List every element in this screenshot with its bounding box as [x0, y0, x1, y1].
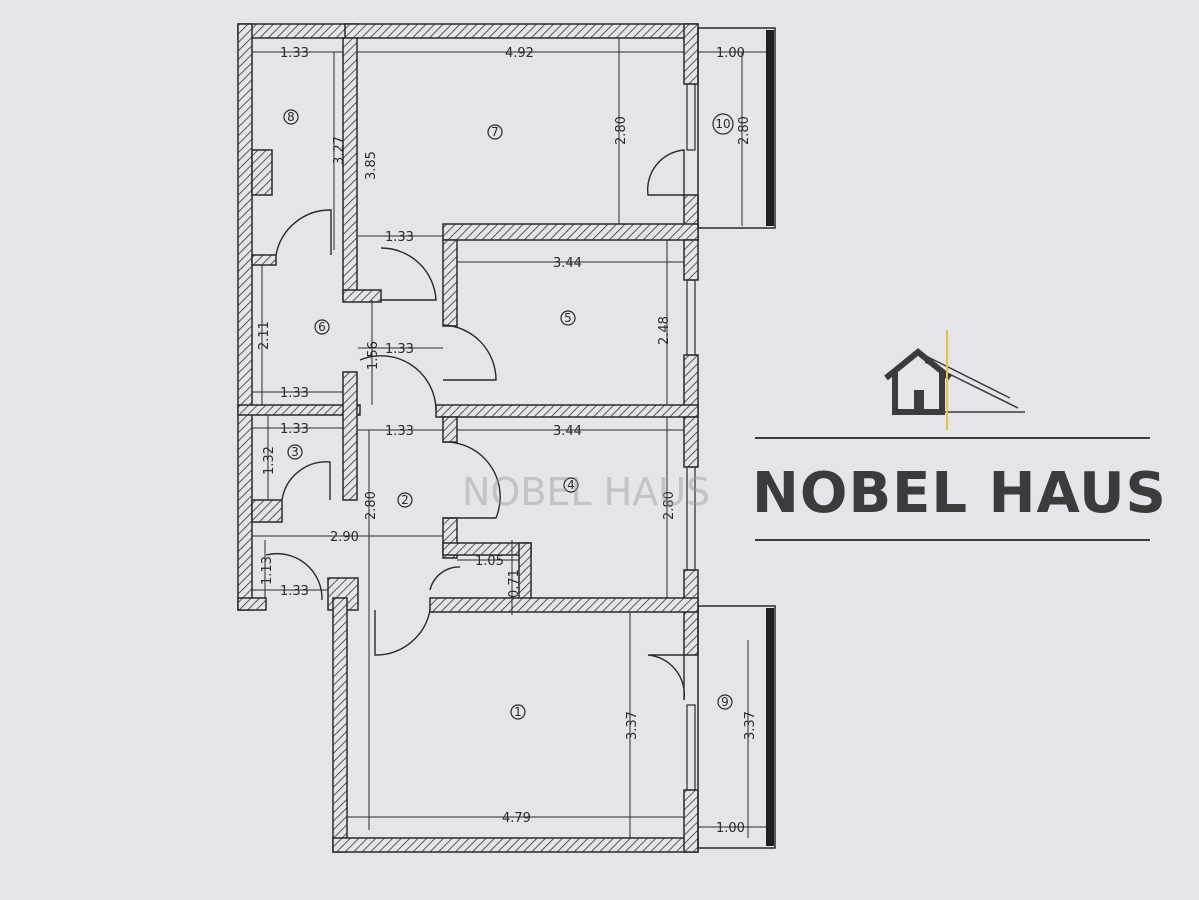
- dim-label: 3.37: [625, 711, 640, 740]
- wall-8-bottom: [251, 254, 277, 266]
- dim-label: 2.80: [364, 491, 379, 520]
- wall-hall-stub: [342, 289, 382, 303]
- dimension-labels: 1.33 4.92 1.00 3.27 3.85 2.80 2.80 1.33 …: [257, 46, 758, 836]
- wall-4-right-a: [683, 416, 699, 468]
- dim-label: 3.44: [553, 256, 582, 271]
- dim-label: 2.80: [737, 116, 752, 145]
- dim-label: 2.48: [657, 316, 672, 345]
- wall-7-5: [442, 223, 699, 241]
- dim-label: 1.33: [280, 584, 309, 599]
- wall-top-main: [344, 23, 699, 39]
- wall-1-left: [332, 597, 348, 853]
- room-1-label: 1: [514, 705, 522, 719]
- wall-top-left: [237, 23, 359, 39]
- dim-label: 3.85: [364, 151, 379, 180]
- room-6-label: 6: [318, 320, 326, 334]
- room-3-label: 3: [291, 445, 299, 459]
- dim-label: 1.33: [385, 424, 414, 439]
- wall-7-right-a: [683, 23, 699, 85]
- dim-label: 3.27: [332, 136, 347, 165]
- dim-label: 3.37: [743, 711, 758, 740]
- wall-5-right-a: [683, 239, 699, 281]
- wall-3-bottom: [251, 499, 283, 523]
- dim-label: 1.33: [280, 422, 309, 437]
- dim-label: 4.79: [502, 811, 531, 826]
- walls: [237, 23, 776, 853]
- dim-label: 1.33: [280, 386, 309, 401]
- dim-label: 1.33: [385, 342, 414, 357]
- room-labels: 1 2 3 4 5 6 7 8 9 10: [287, 110, 730, 719]
- room-numbers: [283, 109, 734, 720]
- balcony-10: [697, 27, 776, 229]
- room-5-label: 5: [564, 311, 572, 325]
- wall-1-bottom: [332, 837, 699, 853]
- dim-label: 4.92: [505, 46, 534, 61]
- windows: [686, 83, 696, 791]
- wall-1-right: [683, 789, 699, 853]
- dim-label: 1.00: [716, 821, 745, 836]
- room-4-label: 4: [567, 478, 575, 492]
- dim-label: 2.80: [662, 491, 677, 520]
- wall-5-4: [435, 404, 699, 418]
- dim-label: 2.11: [257, 321, 272, 350]
- dim-label: 2.80: [614, 116, 629, 145]
- room-10-label: 10: [715, 117, 730, 131]
- dim-label: 1.05: [475, 554, 504, 569]
- room-8-label: 8: [287, 110, 295, 124]
- watermark: NOBEL HAUS: [462, 470, 710, 514]
- doors: [265, 149, 686, 701]
- house-icon: [884, 330, 1025, 430]
- dim-label: 1.56: [366, 341, 381, 370]
- wall-8-7: [342, 37, 358, 301]
- dimension-lines: [252, 38, 766, 838]
- dim-label: 0.71: [507, 569, 522, 598]
- dim-label: 1.33: [280, 46, 309, 61]
- wall-6-3: [237, 404, 361, 416]
- balcony-9: [697, 605, 776, 849]
- wall-3-2: [342, 371, 358, 501]
- wall-4-bottom: [429, 597, 699, 613]
- wall-4-left-a: [442, 416, 458, 443]
- balcony-rails: [766, 30, 774, 846]
- brand-logo: NOBEL HAUS: [752, 330, 1167, 541]
- dim-label: 1.13: [260, 556, 275, 585]
- dim-label: 3.44: [553, 424, 582, 439]
- dim-label: 1.32: [262, 446, 277, 475]
- wall-8-niche: [251, 149, 273, 196]
- wall-left: [237, 23, 253, 611]
- brand-name: NOBEL HAUS: [752, 461, 1167, 526]
- wall-entry-bottom: [237, 597, 267, 611]
- dim-label: 1.00: [716, 46, 745, 61]
- room-2-label: 2: [401, 493, 409, 507]
- dim-label: 1.33: [385, 230, 414, 245]
- dim-label: 2.90: [330, 530, 359, 545]
- wall-5-left: [442, 239, 458, 327]
- room-7-label: 7: [491, 125, 499, 139]
- room-9-label: 9: [721, 695, 729, 709]
